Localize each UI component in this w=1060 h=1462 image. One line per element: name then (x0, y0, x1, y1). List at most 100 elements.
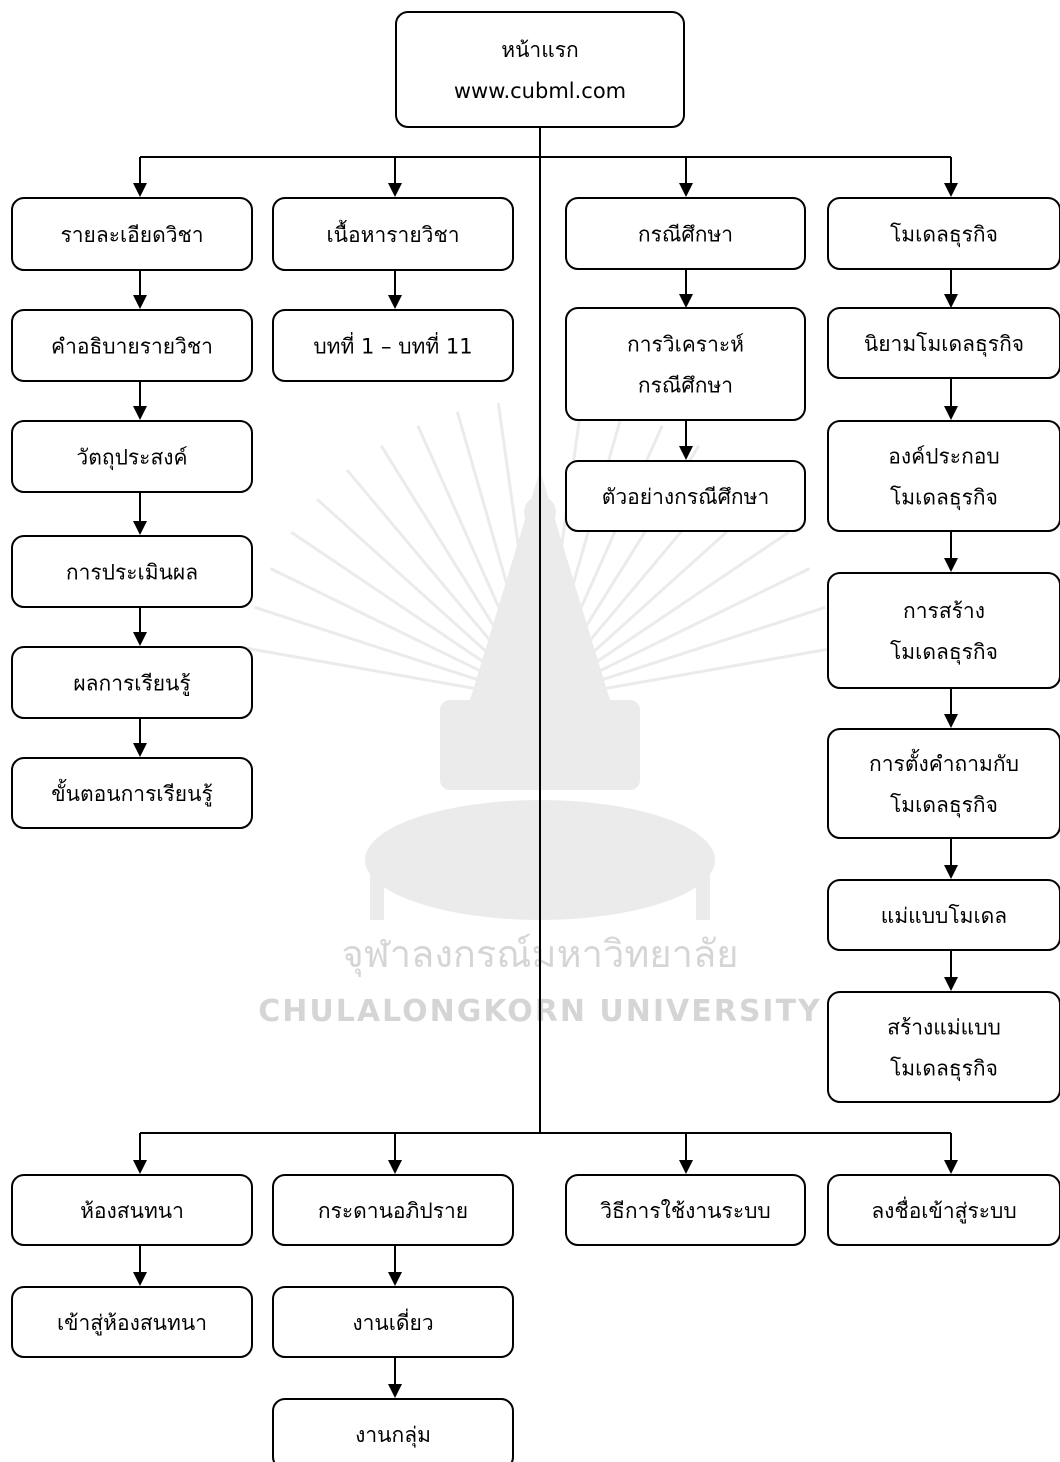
arrow-head-icon (388, 183, 402, 197)
arrow-head-icon (944, 183, 958, 197)
node-label: โมเดลธุรกิจ (890, 793, 998, 818)
node-chapters: บทที่ 1 – บทที่ 11 (272, 309, 514, 382)
node-course-detail: รายละเอียดวิชา (11, 197, 253, 271)
node-enter-chat: เข้าสู่ห้องสนทนา (11, 1286, 253, 1358)
node-label: เนื้อหารายวิชา (327, 220, 460, 247)
node-business-model: โมเดลธุรกิจ (827, 197, 1060, 270)
emblem-ray (596, 605, 826, 683)
node-box (827, 420, 1060, 532)
node-label: การวิเคราะห์ (627, 333, 744, 357)
node-box (11, 757, 253, 829)
emblem-ray (244, 646, 482, 692)
arrow-head-icon (679, 1160, 693, 1174)
node-home: หน้าแรก www.cubml.com (395, 11, 685, 128)
arrow-head-icon (944, 558, 958, 572)
node-box (827, 991, 1060, 1103)
arrow-head-icon (388, 1160, 402, 1174)
arrow-head-icon (944, 294, 958, 308)
node-label: บทที่ 1 – บทที่ 11 (313, 332, 472, 359)
node-label: โมเดลธุรกิจ (890, 640, 998, 665)
emblem-ray (346, 469, 503, 656)
node-label: การประเมินผล (66, 561, 198, 585)
node-label: สร้างแม่แบบ (887, 1016, 1001, 1040)
node-bm-definition: นิยามโมเดลธุรกิจ (827, 307, 1060, 379)
arrow-head-icon (944, 1160, 958, 1174)
node-learning-outcomes: ผลการเรียนรู้ (11, 646, 253, 719)
node-individual-work: งานเดี่ยว (272, 1286, 514, 1358)
arrow-head-icon (133, 406, 147, 420)
node-label: โมเดลธุรกิจ (890, 486, 998, 511)
emblem-ray (455, 411, 525, 643)
arrow-head-icon (133, 1160, 147, 1174)
node-label: ห้องสนทนา (80, 1199, 184, 1223)
node-box (565, 307, 806, 421)
node-box (11, 197, 253, 271)
arrow-head-icon (388, 1272, 402, 1286)
node-box (395, 11, 685, 128)
node-objectives: วัตถุประสงค์ (11, 420, 253, 493)
connectors (139, 127, 952, 1385)
node-label: วัตถุประสงค์ (76, 446, 187, 471)
node-box (272, 1286, 514, 1358)
node-box (11, 646, 253, 719)
node-box (272, 1174, 514, 1246)
arrow-head-icon (944, 865, 958, 879)
node-label: นิยามโมเดลธุรกิจ (864, 332, 1024, 357)
arrow-head-icon (133, 521, 147, 535)
node-label: กรณีศึกษา (638, 374, 733, 398)
node-login: ลงชื่อเข้าสู่ระบบ (827, 1174, 1060, 1246)
node-box (565, 197, 806, 270)
nodes: หน้าแรก www.cubml.com รายละเอียดวิชาคำอธิบ… (11, 11, 1060, 1462)
emblem-ray (546, 402, 584, 641)
node-label: ลงชื่อเข้าสู่ระบบ (871, 1196, 1016, 1224)
emblem-ray (598, 646, 836, 692)
node-label: รายละเอียดวิชา (60, 223, 203, 247)
node-label: ตัวอย่างกรณีศึกษา (602, 485, 770, 509)
node-box (272, 197, 514, 271)
node-course-description: คำอธิบายรายวิชา (11, 309, 253, 382)
emblem-ray (254, 605, 484, 683)
node-box (827, 572, 1060, 689)
node-label: โมเดลธุรกิจ (890, 223, 998, 248)
emblem-ray (496, 402, 534, 641)
emblem-ray (290, 530, 492, 668)
node-bm-template: แม่แบบโมเดล (827, 879, 1060, 951)
node-label: งานกลุ่ม (355, 1423, 431, 1448)
arrow-head-icon (133, 632, 147, 646)
node-box (565, 460, 806, 532)
arrow-head-icon (679, 183, 693, 197)
arrow-head-icon (133, 183, 147, 197)
node-box (11, 1286, 253, 1358)
arrow-head-icon (388, 1384, 402, 1398)
node-group-work: งานกลุ่ม (272, 1398, 514, 1462)
node-discussion-board: กระดานอภิปราย (272, 1174, 514, 1246)
node-assessment: การประเมินผล (11, 535, 253, 608)
node-case-study: กรณีศึกษา (565, 197, 806, 270)
arrow-head-icon (679, 294, 693, 308)
node-box (827, 197, 1060, 270)
node-label: หน้าแรก (501, 38, 579, 62)
emblem-ray (593, 567, 811, 676)
node-box (827, 728, 1060, 839)
node-box (11, 535, 253, 608)
node-label: ผลการเรียนรู้ (73, 672, 190, 697)
node-box (11, 420, 253, 493)
node-course-content: เนื้อหารายวิชา (272, 197, 514, 271)
arrow-head-icon (944, 977, 958, 991)
node-box (11, 1174, 253, 1246)
emblem-ray (379, 444, 510, 650)
node-label: การตั้งคำถามกับ (869, 749, 1019, 776)
arrow-head-icon (133, 743, 147, 757)
arrow-head-icon (679, 446, 693, 460)
node-box (827, 879, 1060, 951)
node-label: www.cubml.com (454, 79, 626, 103)
node-chat-room: ห้องสนทนา (11, 1174, 253, 1246)
node-label: กระดานอภิปราย (318, 1199, 468, 1223)
emblem-ray (316, 498, 497, 661)
emblem-ray (269, 567, 487, 676)
node-box (827, 1174, 1060, 1246)
